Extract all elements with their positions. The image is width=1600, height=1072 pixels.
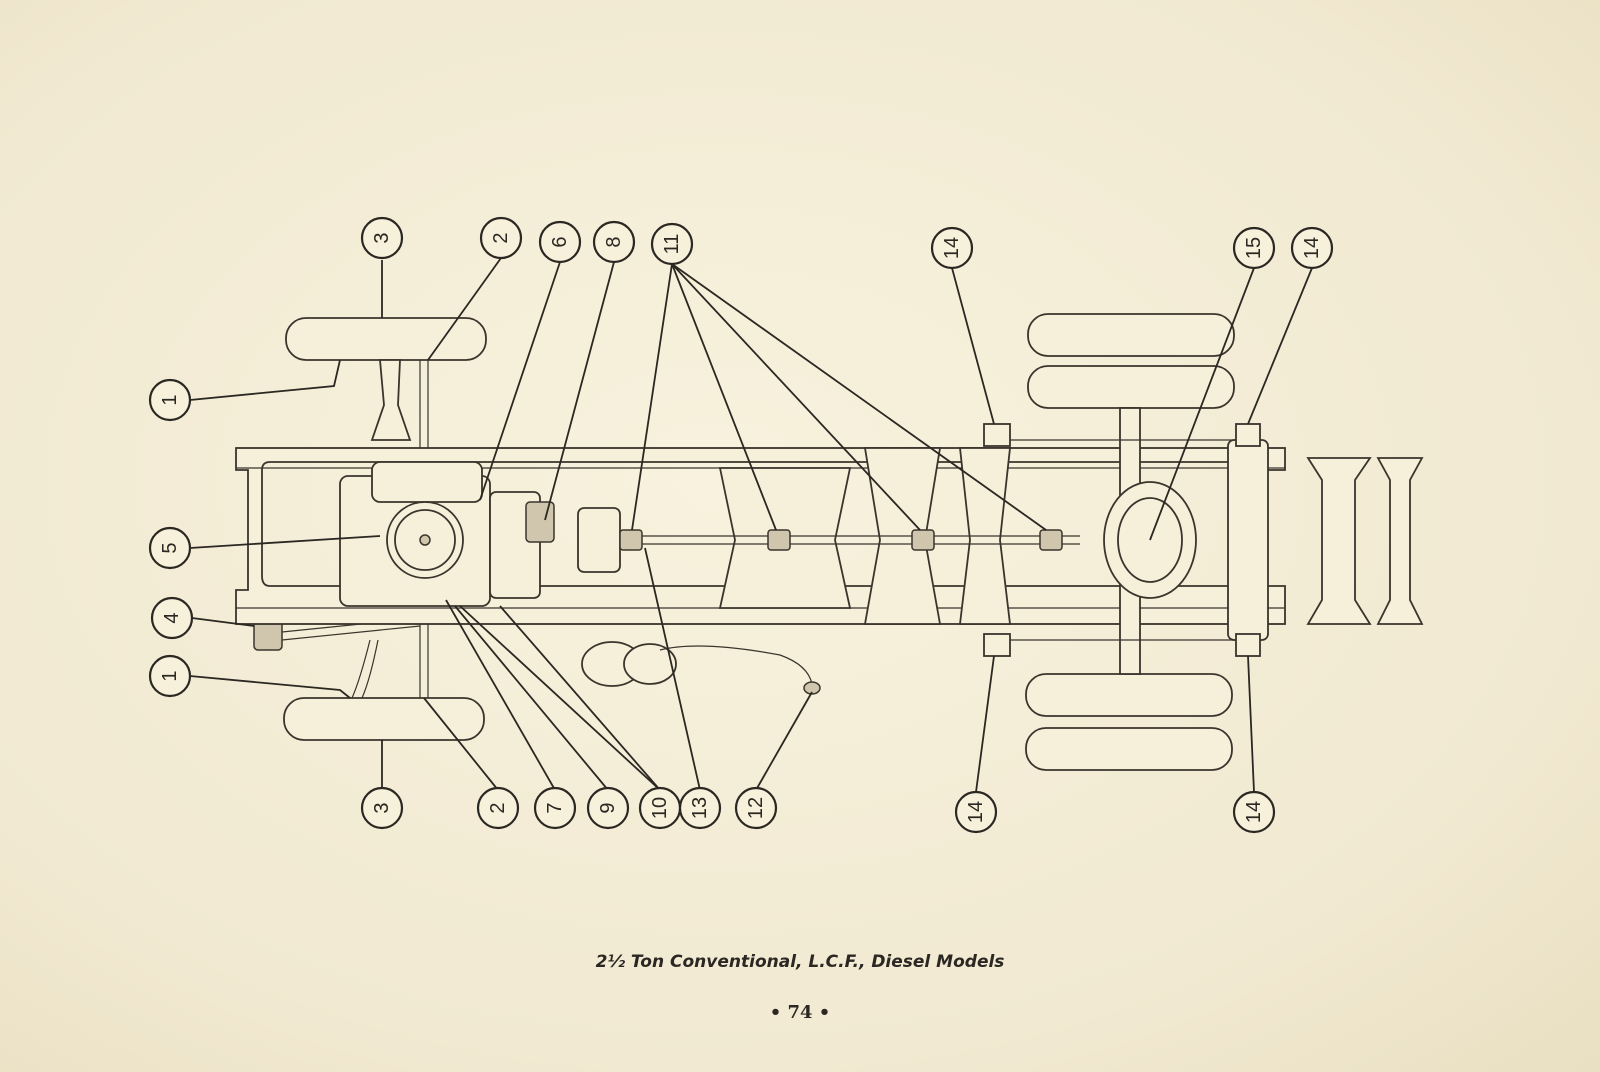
callout-5: 5	[148, 526, 192, 570]
svg-text:14: 14	[1301, 237, 1323, 259]
figure-caption: 2½ Ton Conventional, L.C.F., Diesel Mode…	[595, 952, 1005, 972]
callout-12: 12	[734, 786, 778, 830]
callout-10: 10	[638, 786, 682, 830]
svg-text:13: 13	[689, 797, 711, 819]
svg-text:10: 10	[649, 797, 671, 819]
svg-text:11: 11	[661, 234, 683, 255]
front-tire-top	[285, 317, 487, 361]
rear-tire-3	[1025, 673, 1233, 717]
callout-14-top-left: 14	[930, 226, 974, 270]
callout-7: 7	[533, 786, 577, 830]
svg-text:1: 1	[159, 670, 181, 681]
callout-14-bottom-left: 14	[954, 790, 998, 834]
rear-axles	[983, 313, 1269, 771]
callout-1-top: 1	[148, 378, 192, 422]
callout-4: 4	[150, 596, 194, 640]
svg-text:4: 4	[161, 612, 183, 623]
rear-tire-4	[1025, 727, 1233, 771]
svg-text:8: 8	[603, 236, 625, 247]
svg-text:14: 14	[941, 237, 963, 259]
callout-6: 6	[538, 220, 582, 264]
svg-text:7: 7	[544, 802, 566, 813]
callout-14-bottom-right: 14	[1232, 790, 1276, 834]
leader-lines	[189, 257, 1313, 793]
svg-text:14: 14	[965, 801, 987, 823]
rear-tire-1	[1027, 313, 1235, 357]
callout-15: 15	[1232, 226, 1276, 270]
svg-text:9: 9	[597, 802, 619, 813]
callout-2-top: 2	[479, 216, 523, 260]
callout-8: 8	[592, 220, 636, 264]
callout-11: 11	[650, 222, 694, 266]
svg-text:5: 5	[159, 542, 181, 553]
svg-text:12: 12	[745, 797, 767, 819]
svg-text:3: 3	[371, 802, 393, 813]
svg-text:2: 2	[487, 802, 509, 813]
svg-text:2: 2	[490, 232, 512, 243]
callout-3-top: 3	[360, 216, 404, 260]
svg-text:1: 1	[159, 394, 181, 405]
callout-14-top-right: 14	[1290, 226, 1334, 270]
callout-3-bottom: 3	[360, 786, 404, 830]
front-tire-bottom	[283, 697, 485, 741]
callout-2-bottom: 2	[476, 786, 520, 830]
svg-text:6: 6	[549, 236, 571, 247]
callout-9: 9	[586, 786, 630, 830]
svg-text:14: 14	[1243, 801, 1265, 823]
engine	[339, 461, 1080, 695]
transmission	[577, 507, 621, 573]
callout-13: 13	[678, 786, 722, 830]
svg-text:15: 15	[1243, 237, 1265, 259]
page-number: • 74 •	[769, 1002, 831, 1023]
front-axle-assembly	[253, 317, 487, 741]
callout-1-bottom: 1	[148, 654, 192, 698]
svg-text:3: 3	[371, 232, 393, 243]
